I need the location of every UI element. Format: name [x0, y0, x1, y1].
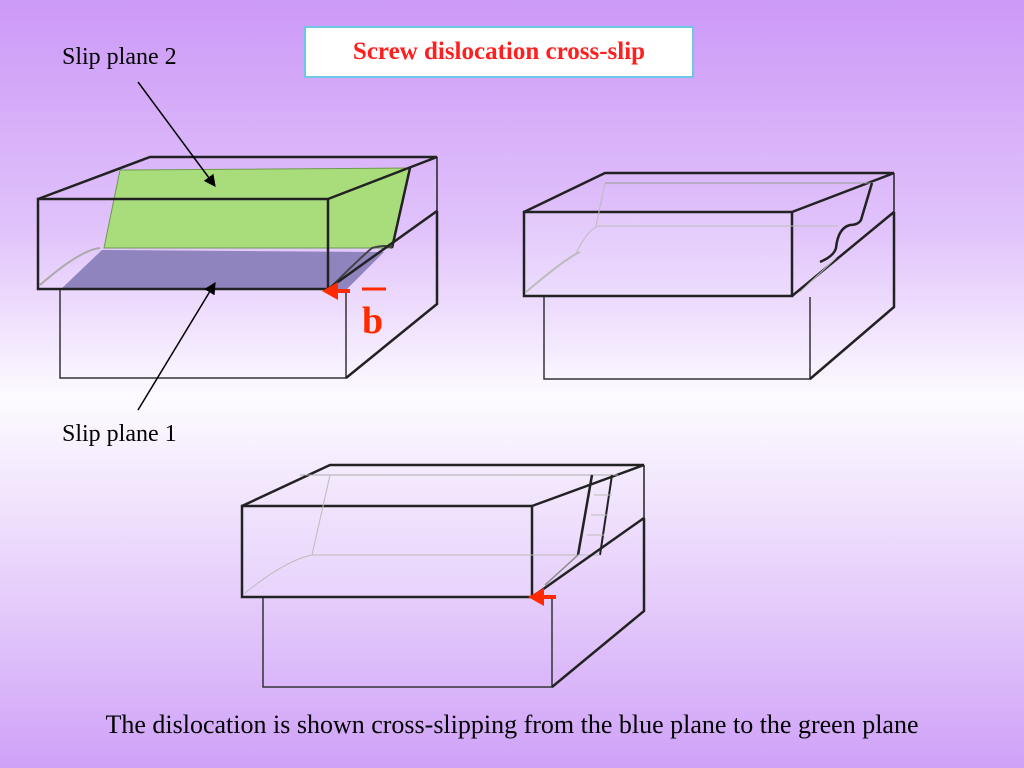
burgers-arrow-3-head — [528, 588, 544, 606]
burgers-arrow-1-head — [322, 282, 338, 300]
block-1-dislocation-line — [39, 247, 101, 286]
label-slip-plane-1: Slip plane 1 — [62, 421, 177, 447]
crystal-block-1 — [36, 155, 439, 379]
slide-title: Screw dislocation cross-slip — [352, 38, 646, 65]
burgers-vector-label: b — [362, 300, 383, 342]
block-1-upper-front — [36, 197, 330, 291]
crystal-block-3 — [240, 463, 646, 688]
block-1-lower-front — [59, 290, 347, 379]
caption: The dislocation is shown cross-slipping … — [105, 710, 919, 739]
leader-slip-plane-1 — [137, 281, 216, 411]
blue-slip-plane — [60, 250, 384, 290]
crystal-block-2 — [522, 171, 896, 380]
leader-slip-plane-2 — [137, 81, 216, 187]
label-slip-plane-2: Slip plane 2 — [62, 44, 177, 70]
block-1-upper-top — [37, 155, 438, 201]
block-1-lower-side — [345, 211, 439, 379]
title-box: Screw dislocation cross-slip — [304, 26, 694, 78]
green-slip-plane — [103, 167, 411, 249]
